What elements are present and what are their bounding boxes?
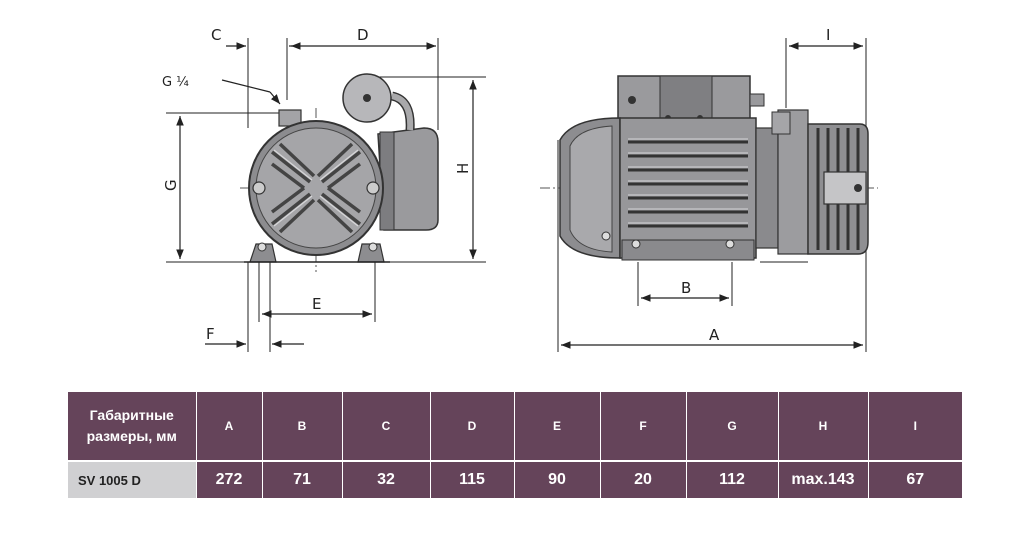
value-d-cell: 115 [430,460,515,498]
dim-i-label: I [826,26,830,44]
table-header-label: Габаритные размеры, мм [68,392,197,461]
dim-c-label: C [211,26,221,44]
col-header-i: I [868,392,962,461]
col-header-h: H [778,392,869,461]
dim-f-label: F [206,325,215,343]
model-name-cell: SV 1005 D [68,460,197,498]
dim-d-label: D [357,26,369,44]
col-header-c: C [342,392,431,461]
dimensions-table: Габаритные размеры, мм A B C D E F G H I… [68,392,962,498]
table-header-row: Габаритные размеры, мм A B C D E F G H I [68,392,962,461]
value-c-cell: 32 [342,460,431,498]
col-header-b: B [262,392,343,461]
value-b-cell: 71 [262,460,343,498]
col-header-e: E [514,392,601,461]
header-label-line2: размеры, мм [86,428,177,444]
col-header-f: F [600,392,687,461]
col-header-d: D [430,392,515,461]
dim-h-label: H [454,163,472,174]
value-g-cell: 112 [686,460,779,498]
dim-e-label: E [312,295,321,313]
technical-drawing: C D G ¼ G H E F [162,26,878,352]
front-motor-body [244,73,439,263]
header-label-line1: Габаритные [89,407,174,423]
side-view: I B A [540,26,878,352]
value-e-cell: 90 [514,460,601,498]
value-a-cell: 272 [196,460,263,498]
dim-g-label: G [162,179,180,191]
dim-b-label: B [681,279,691,297]
value-i-cell: 67 [868,460,962,498]
side-motor-body [559,75,869,263]
col-header-g: G [686,392,779,461]
port-thread-label: G ¼ [162,75,189,90]
value-f-cell: 20 [600,460,687,498]
dim-a-label: A [709,326,720,344]
table-row: SV 1005 D 272 71 32 115 90 20 112 max.14… [68,460,962,498]
col-header-a: A [196,392,263,461]
front-view: C D G ¼ G H E F [162,26,486,352]
value-h-cell: max.143 [778,460,869,498]
